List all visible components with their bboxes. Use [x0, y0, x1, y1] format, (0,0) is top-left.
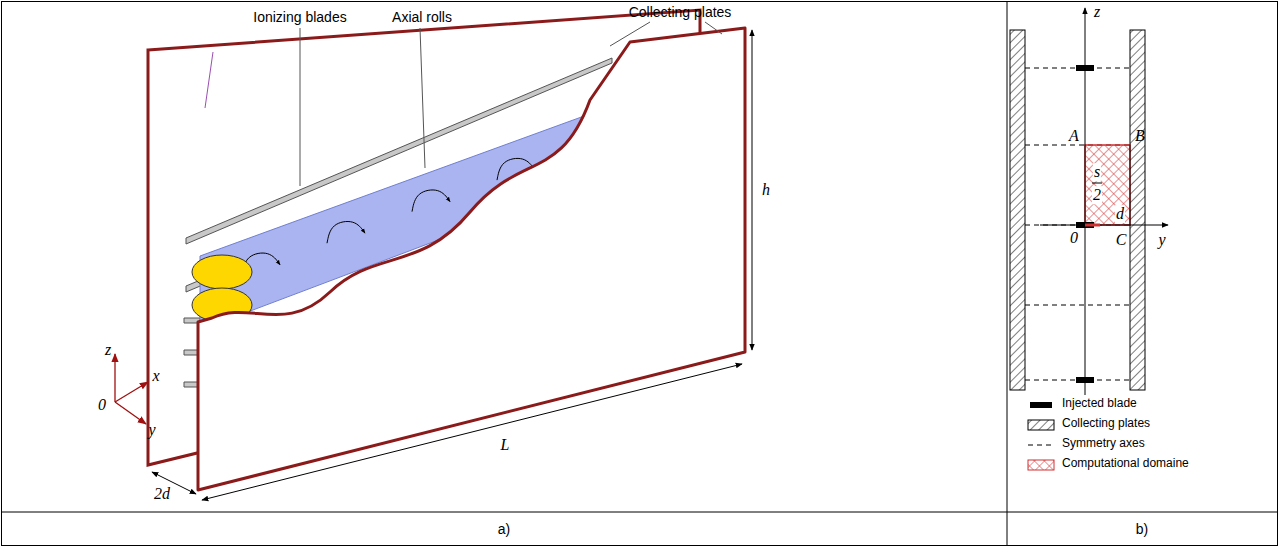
collecting-plate — [1010, 30, 1025, 390]
leader-lines — [300, 22, 722, 186]
label: z — [105, 341, 111, 359]
symmetry-axes — [1025, 68, 1130, 380]
label: y — [1158, 231, 1165, 249]
label: d — [1115, 205, 1125, 223]
label: Collecting plates — [629, 5, 732, 20]
computational-domain — [1085, 145, 1130, 225]
legend-text: Symmetry axes — [1062, 437, 1145, 450]
label: 0 — [98, 396, 106, 414]
fraction-bar — [1092, 183, 1102, 184]
label: y — [148, 421, 155, 439]
label: B — [1135, 127, 1145, 145]
axes — [115, 354, 148, 424]
label: C — [1116, 231, 1127, 249]
dimension-lines — [152, 30, 752, 500]
label: L — [501, 436, 510, 454]
roll-arrow — [412, 190, 450, 212]
front-plate — [198, 28, 745, 490]
label: Ionizing blades — [253, 10, 346, 25]
legend-text: Computational domaine — [1062, 457, 1189, 470]
label: x — [152, 367, 159, 385]
collecting-plate — [1130, 30, 1145, 390]
domain-edge — [1085, 224, 1100, 227]
label: b) — [1136, 522, 1148, 537]
label: Axial rolls — [392, 10, 452, 25]
legend-domain-swatch — [1028, 460, 1054, 470]
label: 2 — [1092, 186, 1102, 204]
legend-text: Injected blade — [1062, 397, 1137, 410]
label: z — [1094, 3, 1100, 21]
axes — [1040, 8, 1168, 395]
roll-section — [192, 255, 252, 289]
label: s — [1093, 163, 1101, 181]
label: 0 — [1070, 229, 1078, 247]
label: h — [762, 181, 770, 199]
label: a) — [498, 522, 510, 537]
label: 2d — [154, 485, 170, 503]
legend-text: Collecting plates — [1062, 417, 1150, 430]
legend-swatch — [1030, 402, 1052, 408]
legend-hatch-swatch — [1028, 420, 1054, 430]
label: A — [1069, 127, 1079, 145]
stray-line — [205, 52, 213, 108]
legend-dash-swatch — [1028, 445, 1054, 446]
roll-arrow — [327, 221, 365, 243]
